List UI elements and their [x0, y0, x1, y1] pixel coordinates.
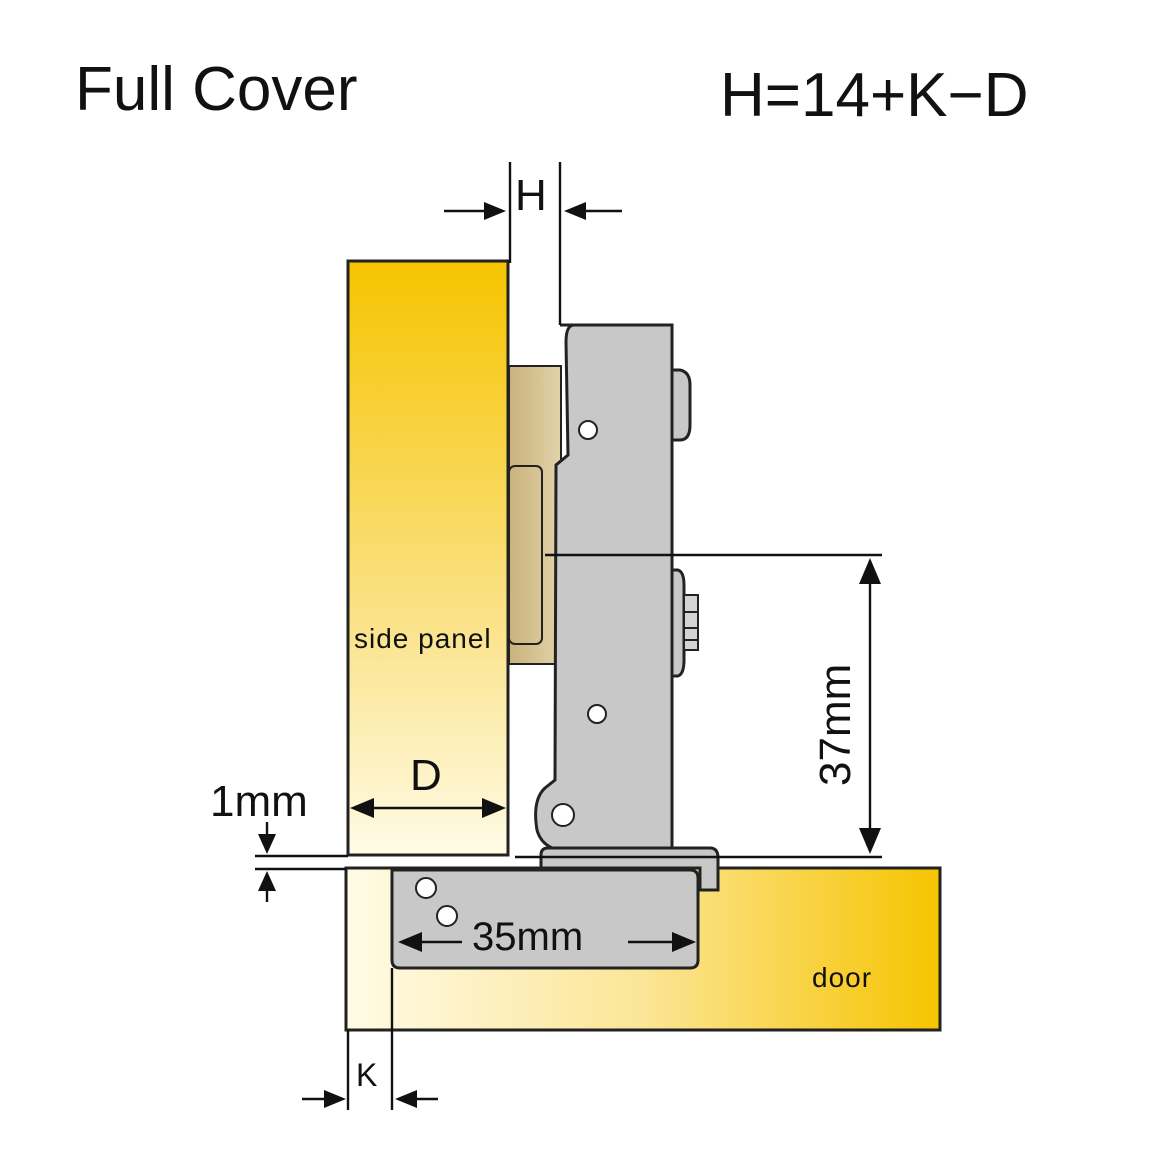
side-panel-label: side panel — [354, 623, 492, 654]
hinge-knuckle — [539, 846, 720, 892]
dim-35-arrow-right — [672, 932, 696, 952]
h-arrow-right — [564, 202, 586, 220]
k-arrow-right — [395, 1090, 417, 1108]
arm-hole-bottom — [551, 803, 575, 827]
dim-37-label: 37mm — [811, 664, 860, 786]
arm-hole-top — [578, 420, 598, 440]
gap-1mm-label: 1mm — [210, 777, 308, 826]
mounting-plate-slot — [508, 465, 543, 645]
hinge-arm-top-bump — [670, 368, 692, 442]
d-arrow-right — [482, 798, 506, 818]
title-full-cover: Full Cover — [75, 55, 358, 124]
dim-35-label: 35mm — [472, 915, 583, 959]
formula: H=14+K−D — [720, 61, 1029, 130]
adjustment-screw — [683, 594, 699, 651]
gap-arrow-down — [258, 834, 276, 854]
gap-arrow-up — [258, 871, 276, 891]
hinge-cup — [390, 868, 700, 970]
d-arrow-left — [350, 798, 374, 818]
cup-hole-1 — [415, 877, 437, 899]
dim-37-arrow-bottom — [859, 828, 881, 854]
arm-hole-middle — [587, 704, 607, 724]
mounting-plate — [508, 365, 562, 665]
dim-37-arrow-top — [859, 558, 881, 584]
cup-hole-2 — [436, 905, 458, 927]
d-label: D — [410, 751, 442, 800]
door-label: door — [812, 962, 872, 993]
dim-35-arrow-left — [398, 932, 422, 952]
side-panel — [346, 259, 510, 857]
k-arrow-left — [324, 1090, 346, 1108]
h-label: H — [515, 171, 547, 220]
k-label: K — [356, 1057, 378, 1093]
hinge-arm-side-bump — [670, 568, 686, 678]
h-arrow-left — [484, 202, 506, 220]
